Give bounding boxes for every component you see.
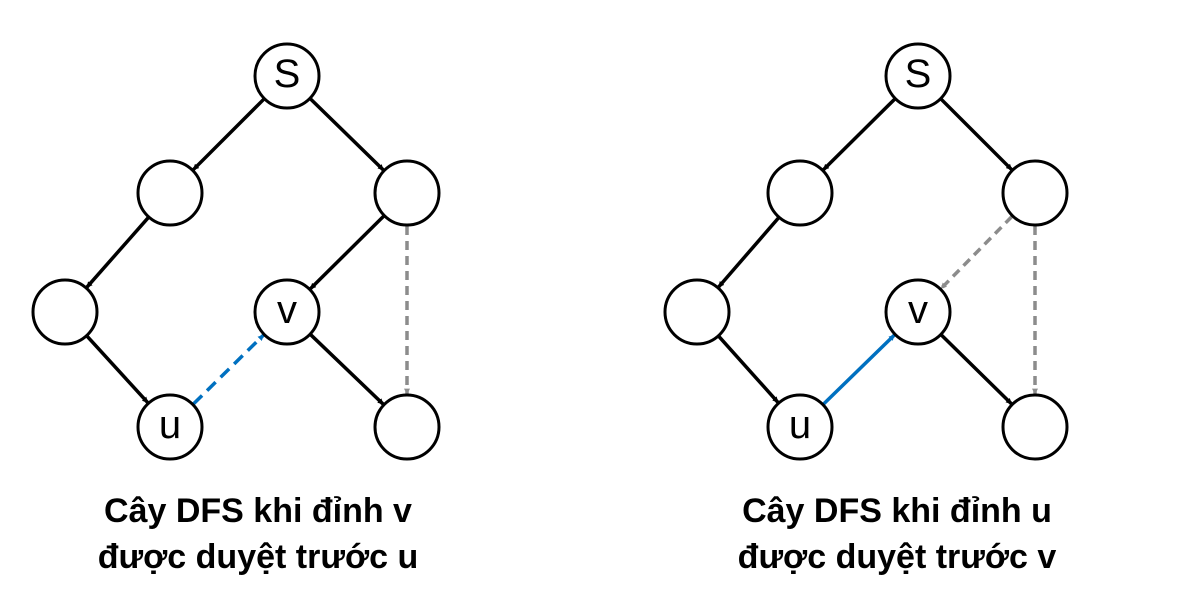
nodes-right: Sv u bbox=[663, 42, 1069, 461]
node-left-u: u bbox=[136, 393, 204, 461]
node-right-s: S bbox=[884, 42, 952, 110]
node-right-d bbox=[1001, 393, 1069, 461]
graph-left: Sv u bbox=[31, 42, 441, 461]
node-circle bbox=[253, 42, 321, 110]
node-label-v: v bbox=[277, 288, 297, 332]
node-right-c bbox=[663, 278, 731, 346]
caption-left: Cây DFS khi đỉnh v được duyệt trước u bbox=[48, 488, 468, 580]
node-right-a bbox=[766, 159, 834, 227]
node-left-s: S bbox=[253, 42, 321, 110]
edge-left-a-c bbox=[85, 216, 150, 289]
caption-right-line-1: Cây DFS khi đỉnh u bbox=[742, 492, 1052, 530]
caption-right-line-2: được duyệt trước v bbox=[737, 538, 1057, 576]
edges-left bbox=[85, 97, 410, 406]
edge-right-s-a bbox=[822, 97, 896, 172]
node-left-c bbox=[31, 278, 99, 346]
edge-right-u-v bbox=[822, 333, 896, 406]
node-label-v: v bbox=[908, 288, 928, 332]
node-circle bbox=[884, 278, 952, 346]
node-circle bbox=[663, 278, 731, 346]
node-label-u: u bbox=[789, 403, 811, 447]
edge-left-c-u bbox=[86, 335, 149, 404]
node-circle bbox=[373, 159, 441, 227]
node-circle bbox=[253, 278, 321, 346]
node-circle bbox=[373, 393, 441, 461]
node-label-s: S bbox=[905, 52, 932, 96]
node-right-v: v bbox=[884, 278, 952, 346]
node-label-u: u bbox=[159, 403, 181, 447]
edge-right-b-v bbox=[939, 215, 1014, 290]
edge-right-s-b bbox=[940, 98, 1013, 171]
edge-left-v-d bbox=[309, 333, 385, 406]
node-circle bbox=[136, 159, 204, 227]
edge-left-s-b bbox=[309, 97, 385, 172]
edge-right-a-c bbox=[717, 216, 780, 289]
caption-left-line-1: Cây DFS khi đỉnh v bbox=[104, 492, 412, 530]
edge-right-c-u bbox=[717, 335, 780, 404]
node-circle bbox=[31, 278, 99, 346]
edges-right bbox=[717, 97, 1038, 406]
caption-right: Cây DFS khi đỉnh u được duyệt trước v bbox=[687, 488, 1107, 580]
node-left-b bbox=[373, 159, 441, 227]
edge-right-v-d bbox=[940, 333, 1013, 406]
node-label-s: S bbox=[274, 52, 301, 96]
nodes-left: Sv u bbox=[31, 42, 441, 461]
node-circle bbox=[1001, 159, 1069, 227]
edge-left-s-a bbox=[192, 98, 265, 171]
node-circle bbox=[136, 393, 204, 461]
node-circle bbox=[884, 42, 952, 110]
node-right-u: u bbox=[766, 393, 834, 461]
node-circle bbox=[766, 393, 834, 461]
caption-left-line-2: được duyệt trước u bbox=[97, 538, 419, 576]
node-right-b bbox=[1001, 159, 1069, 227]
node-left-d bbox=[373, 393, 441, 461]
node-circle bbox=[1001, 393, 1069, 461]
graph-right: Sv u bbox=[663, 42, 1069, 461]
node-left-a bbox=[136, 159, 204, 227]
node-left-v: v bbox=[253, 278, 321, 346]
edge-left-b-v bbox=[309, 214, 385, 291]
edge-left-u-v bbox=[192, 333, 265, 406]
node-circle bbox=[766, 159, 834, 227]
